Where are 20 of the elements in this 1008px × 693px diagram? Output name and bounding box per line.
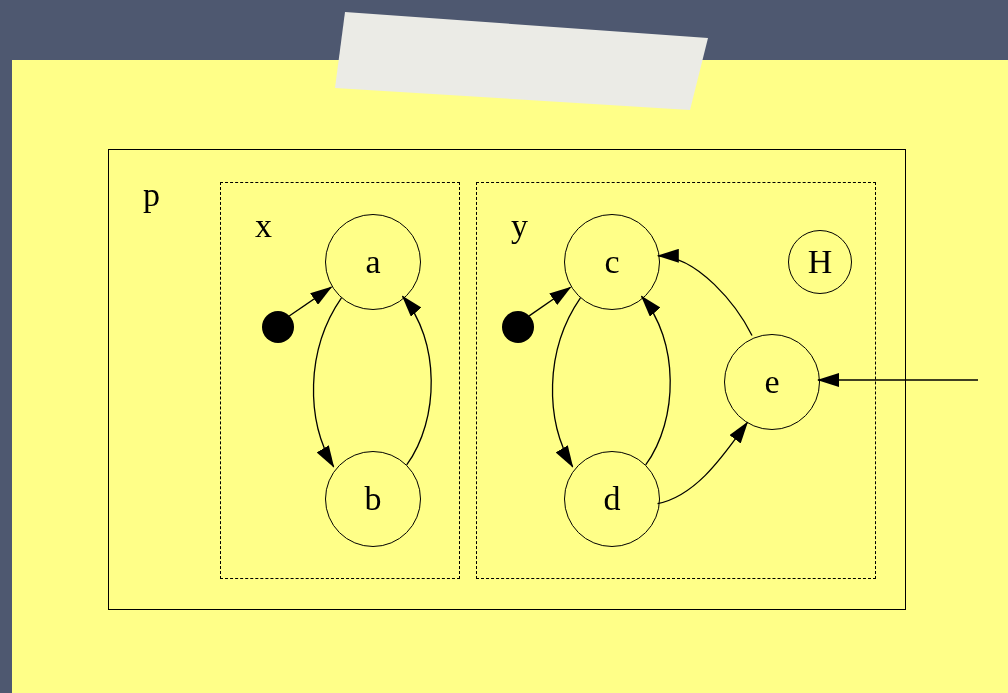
transition-arrow [640, 295, 671, 466]
state-label: c [604, 245, 620, 279]
composite-state-box [108, 149, 906, 610]
state-label: b [364, 482, 382, 516]
state-name: y [511, 209, 528, 243]
transition-arrow [551, 297, 582, 468]
state-name: x [255, 209, 272, 243]
state-name: p [143, 178, 160, 212]
state-label: d [603, 482, 621, 516]
state-label: e [764, 365, 780, 399]
region-box [476, 182, 876, 579]
transition-arrow [817, 373, 979, 387]
region-box [220, 182, 460, 579]
transition-arrow [312, 297, 343, 468]
transition-arrow [656, 421, 749, 505]
transition-arrow [528, 286, 572, 317]
transition-arrow [401, 295, 432, 466]
transition-arrow [288, 286, 333, 317]
state-label: H [807, 245, 833, 279]
state-label: a [365, 245, 381, 279]
